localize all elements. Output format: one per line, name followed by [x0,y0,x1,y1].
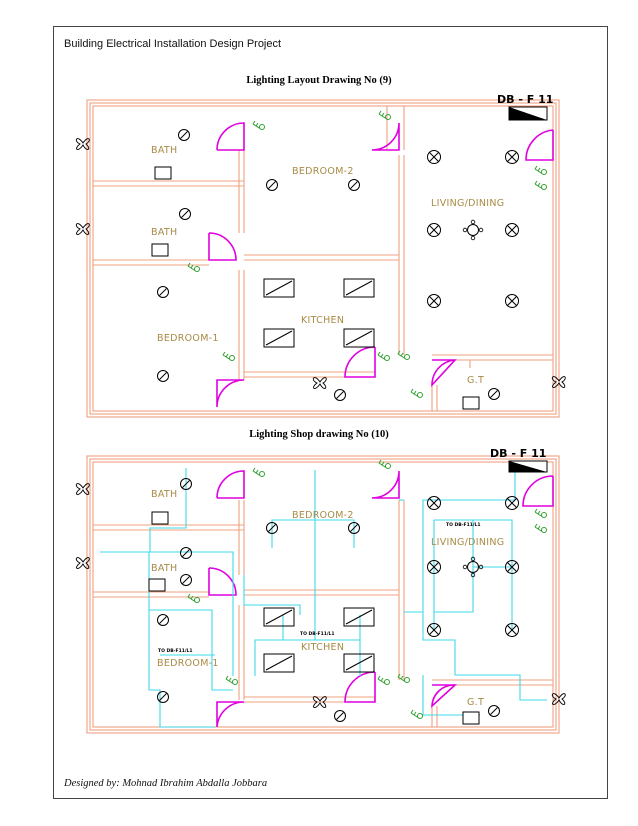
circuit-label-living: TO DB-F11/L1 [446,522,480,528]
distribution-board: DB - F 11 [490,447,548,473]
interior-walls [93,106,553,411]
doors [208,122,554,408]
room-label-bedroom-2: BEDROOM-2 [292,166,354,177]
drawing-caption-9: Lighting Layout Drawing No (9) [246,75,392,86]
page-border [53,26,608,799]
room-label-living: LIVING/DINING [431,198,504,209]
room-label-bath-1: BATH [151,489,177,500]
drawing-caption-10: Lighting Shop drawing No (10) [249,429,389,440]
distribution-board: DB - F 11 [497,93,553,121]
room-labels: BATH BATH BEDROOM-2 LIVING/DINING KITCHE… [151,145,504,386]
svg-text:DB - F 11: DB - F 11 [497,93,553,106]
room-label-kitchen: KITCHEN [301,315,344,326]
wiring-runs [100,468,547,728]
lighting-layout-drawing: DB - F 11 BATH BATH BEDROOM-2 LIVING/DIN… [75,93,566,418]
room-label-living: LIVING/DINING [431,537,504,548]
page-header: Building Electrical Installation Design … [64,38,282,50]
outer-walls [86,455,560,734]
room-label-gt: G.T [467,697,484,708]
room-label-bath-1: BATH [151,145,177,156]
outer-walls [86,99,560,418]
doors [208,470,554,728]
svg-text:DB - F 11: DB - F 11 [490,447,546,460]
room-label-bath-2: BATH [151,563,177,574]
circuit-label-bedroom-1: TO DB-F11/L1 [158,648,192,654]
room-labels: BATH BATH BEDROOM-2 LIVING/DINING KITCHE… [151,489,504,708]
room-label-bath-2: BATH [151,227,177,238]
circuit-labels: TO DB-F11/L1 TO DB-F11/L1 TO DB-F11/L1 [158,522,480,654]
lighting-shop-drawing: DB - F 11 BATH BATH BEDROOM-2 LIVING/DIN… [75,447,566,734]
room-label-bedroom-2: BEDROOM-2 [292,510,354,521]
interior-walls [93,500,553,727]
room-label-bedroom-1: BEDROOM-1 [157,658,219,669]
room-label-gt: G.T [467,375,484,386]
room-label-bedroom-1: BEDROOM-1 [157,333,219,344]
page-footer: Designed by: Mohnad Ibrahim Abdalla Jobb… [64,778,268,789]
room-label-kitchen: KITCHEN [301,642,344,653]
circuit-label-kitchen: TO DB-F11/L1 [300,631,334,637]
